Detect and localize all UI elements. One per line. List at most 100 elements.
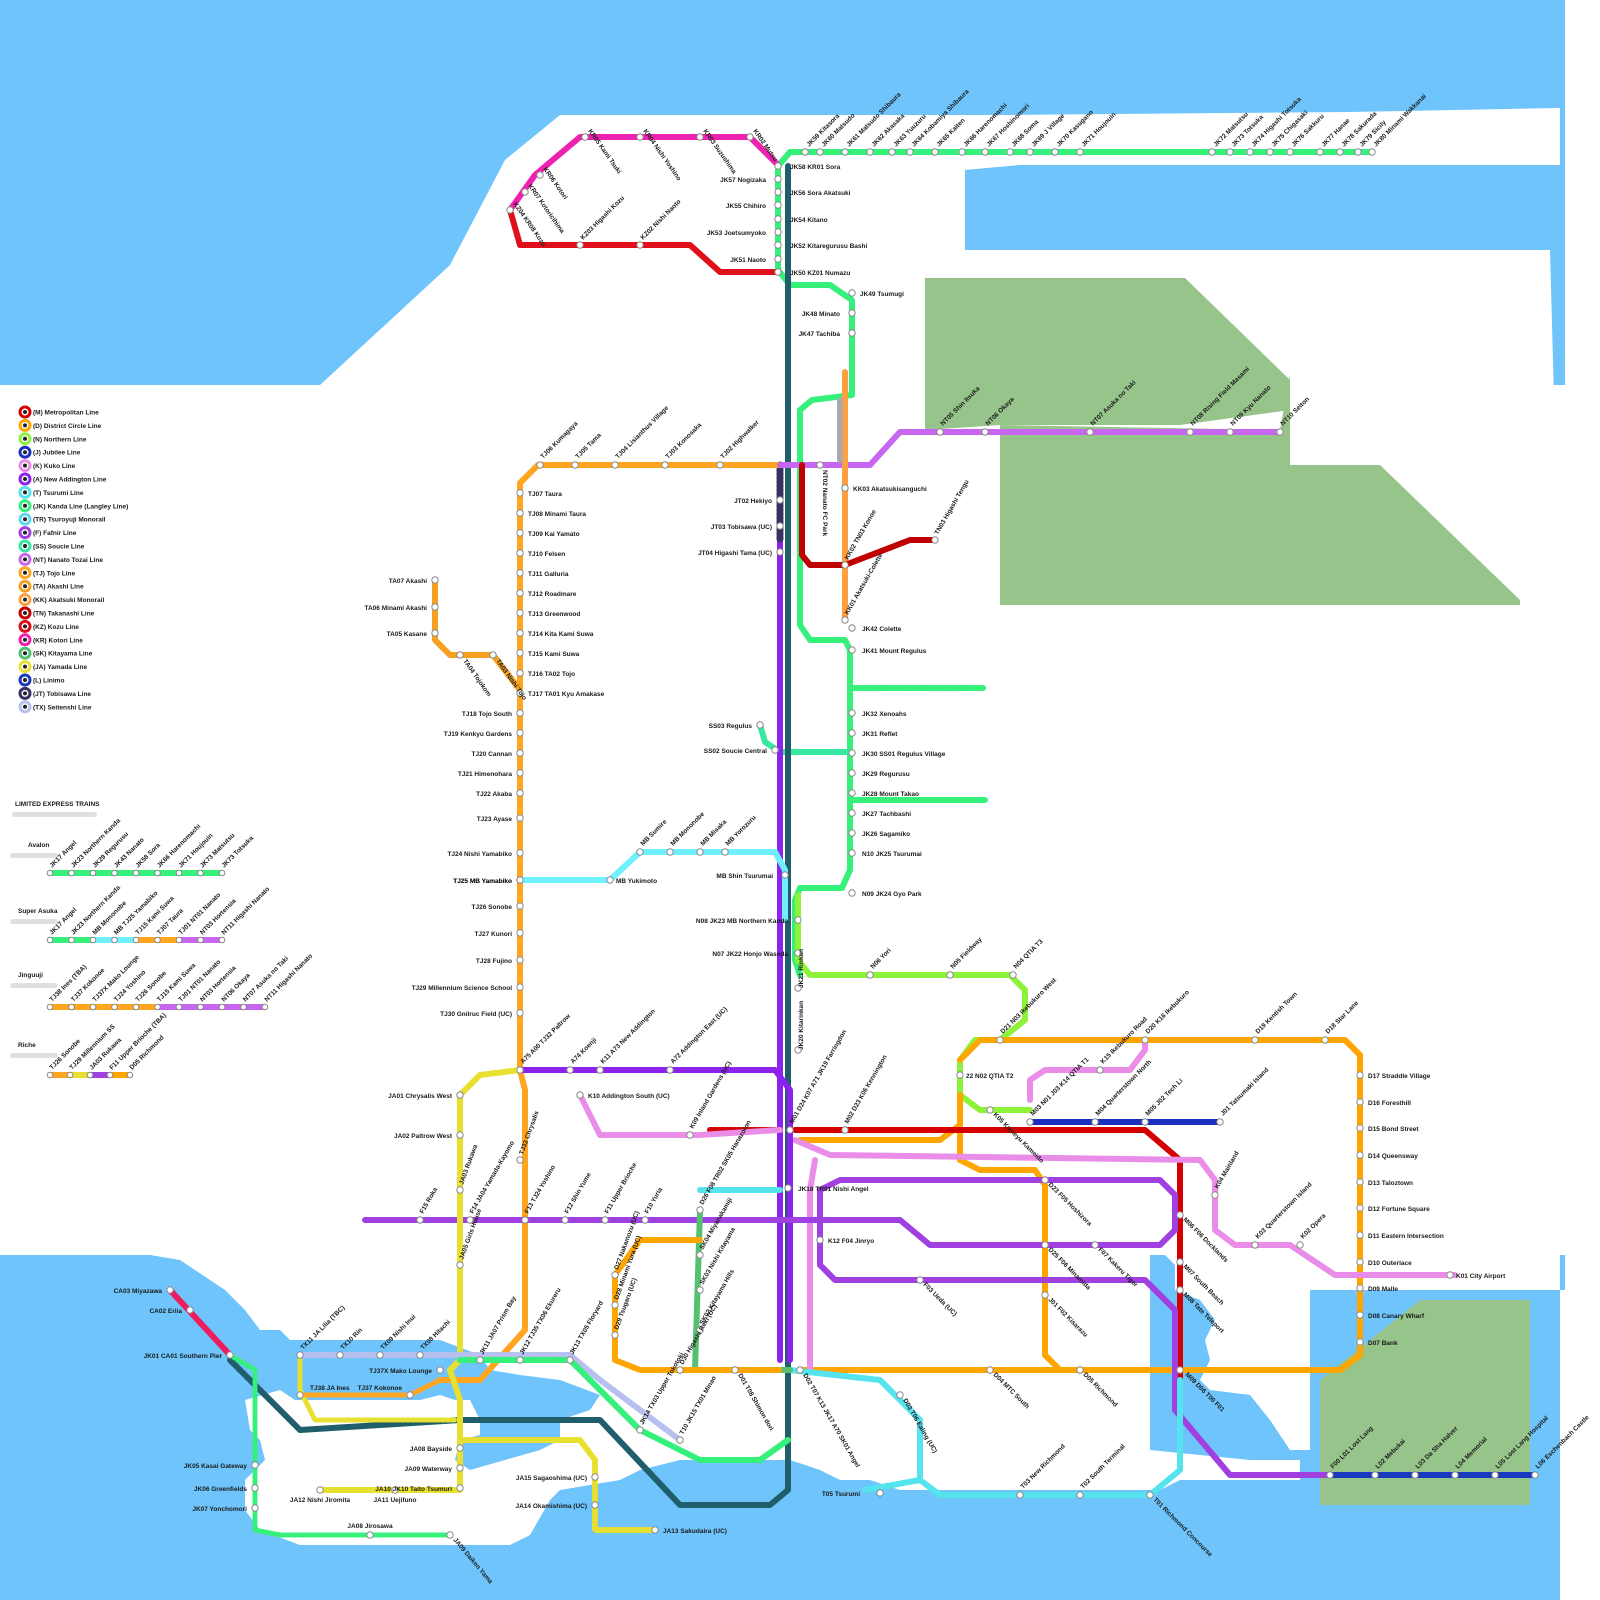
station-k03[interactable]: [1252, 1242, 1258, 1248]
station-kanda2-8[interactable]: [849, 830, 855, 836]
station-d27[interactable]: [612, 1272, 618, 1278]
station-d-1[interactable]: [1357, 1099, 1363, 1105]
station-tojo-n-3[interactable]: [572, 462, 578, 468]
station-tojo-16[interactable]: [517, 815, 523, 821]
station-d-n-1[interactable]: [1322, 1037, 1328, 1043]
station-m01[interactable]: [787, 1127, 793, 1133]
station-nt-3[interactable]: [1187, 429, 1193, 435]
station-jt-0[interactable]: [777, 497, 783, 503]
station-tojo-3[interactable]: [517, 550, 523, 556]
express-stop[interactable]: [90, 937, 96, 943]
express-stop[interactable]: [219, 870, 225, 876]
station-mb-mis[interactable]: [697, 849, 703, 855]
station-kanda-east-17[interactable]: [1287, 149, 1293, 155]
station-kanda-6[interactable]: [775, 242, 781, 248]
station-m04[interactable]: [1092, 1119, 1098, 1125]
station-jk01[interactable]: [227, 1352, 233, 1358]
station-kanda-east-12[interactable]: [1077, 149, 1083, 155]
station-d23f[interactable]: [1042, 1177, 1048, 1183]
express-stop[interactable]: [112, 1004, 118, 1010]
station-tx10[interactable]: [337, 1352, 343, 1358]
station-mb-yor[interactable]: [722, 849, 728, 855]
station-jt-1[interactable]: [777, 523, 783, 529]
station-d-10[interactable]: [1357, 1339, 1363, 1345]
station-t02[interactable]: [1077, 1492, 1083, 1498]
station-d-0[interactable]: [1357, 1072, 1363, 1078]
station-jk18[interactable]: [785, 1185, 791, 1191]
station-m02[interactable]: [842, 1127, 848, 1133]
station-l-0[interactable]: [1327, 1472, 1333, 1478]
station-mb-shin[interactable]: [782, 872, 788, 878]
station-f-5[interactable]: [642, 1217, 648, 1223]
station-a72[interactable]: [667, 1067, 673, 1073]
station-kozu-kr[interactable]: [507, 207, 513, 213]
station-jk11[interactable]: [477, 1357, 483, 1363]
express-stop[interactable]: [219, 1004, 225, 1010]
express-stop[interactable]: [107, 1072, 113, 1078]
station-ja08[interactable]: [457, 1445, 463, 1451]
station-kanda-east-7[interactable]: [959, 149, 965, 155]
station-kotori-3[interactable]: [582, 134, 588, 140]
station-ja13[interactable]: [652, 1527, 658, 1533]
station-kanda-east-16[interactable]: [1267, 149, 1273, 155]
station-tx09[interactable]: [377, 1352, 383, 1358]
station-nt02[interactable]: [817, 462, 823, 468]
station-tj37[interactable]: [407, 1392, 413, 1398]
express-stop[interactable]: [155, 870, 161, 876]
station-d-7[interactable]: [1357, 1259, 1363, 1265]
express-stop[interactable]: [241, 1004, 247, 1010]
station-ca03[interactable]: [167, 1287, 173, 1293]
station-f-2[interactable]: [522, 1217, 528, 1223]
station-kanda-east-21[interactable]: [1369, 149, 1375, 155]
station-d-6[interactable]: [1357, 1232, 1363, 1238]
station-kotori-4[interactable]: [537, 172, 543, 178]
station-mb-mon[interactable]: [667, 849, 673, 855]
station-kanda-5[interactable]: [775, 229, 781, 235]
station-kanda-east-3[interactable]: [867, 149, 873, 155]
station-tojo-0[interactable]: [517, 490, 523, 496]
express-stop[interactable]: [69, 1004, 75, 1010]
station-n05[interactable]: [947, 972, 953, 978]
station-ta03[interactable]: [490, 652, 496, 658]
station-mb-yuki[interactable]: [607, 877, 613, 883]
express-stop[interactable]: [69, 937, 75, 943]
station-kanda-east-6[interactable]: [932, 149, 938, 155]
station-tojo-9[interactable]: [517, 670, 523, 676]
station-tojo-1[interactable]: [517, 510, 523, 516]
station-k01[interactable]: [1447, 1272, 1453, 1278]
station-d-9[interactable]: [1357, 1312, 1363, 1318]
station-kanda2-5[interactable]: [849, 770, 855, 776]
station-tx08[interactable]: [417, 1352, 423, 1358]
express-stop[interactable]: [90, 1004, 96, 1010]
station-a75[interactable]: [517, 1067, 523, 1073]
station-m07[interactable]: [1177, 1259, 1183, 1265]
station-tojo-21[interactable]: [517, 957, 523, 963]
station-tojo-n-1[interactable]: [662, 462, 668, 468]
station-kanda-east-11[interactable]: [1052, 149, 1058, 155]
station-sk03[interactable]: [697, 1287, 703, 1293]
station-d29[interactable]: [612, 1332, 618, 1338]
station-ja08j[interactable]: [367, 1532, 373, 1538]
station-akashi-0[interactable]: [432, 577, 438, 583]
station-kanda-east-14[interactable]: [1227, 149, 1233, 155]
station-kanda-east-2[interactable]: [842, 149, 848, 155]
station-j01f[interactable]: [1042, 1292, 1048, 1298]
station-kotori-2[interactable]: [637, 134, 643, 140]
station-sk04[interactable]: [697, 1252, 703, 1258]
station-kanda-1[interactable]: [775, 176, 781, 182]
station-tojo-17[interactable]: [517, 850, 523, 856]
station-tn03[interactable]: [932, 537, 938, 543]
station-kotori-1[interactable]: [697, 134, 703, 140]
station-k12[interactable]: [817, 1237, 823, 1243]
station-d28[interactable]: [612, 1302, 618, 1308]
station-l-3[interactable]: [1452, 1472, 1458, 1478]
station-kk03[interactable]: [842, 485, 848, 491]
station-n04[interactable]: [1010, 972, 1016, 978]
station-d06[interactable]: [1177, 1367, 1183, 1373]
station-sk05[interactable]: [697, 1207, 703, 1213]
express-stop[interactable]: [133, 937, 139, 943]
station-ja09[interactable]: [457, 1465, 463, 1471]
station-n06[interactable]: [867, 972, 873, 978]
express-stop[interactable]: [133, 870, 139, 876]
station-shimon[interactable]: [732, 1367, 738, 1373]
